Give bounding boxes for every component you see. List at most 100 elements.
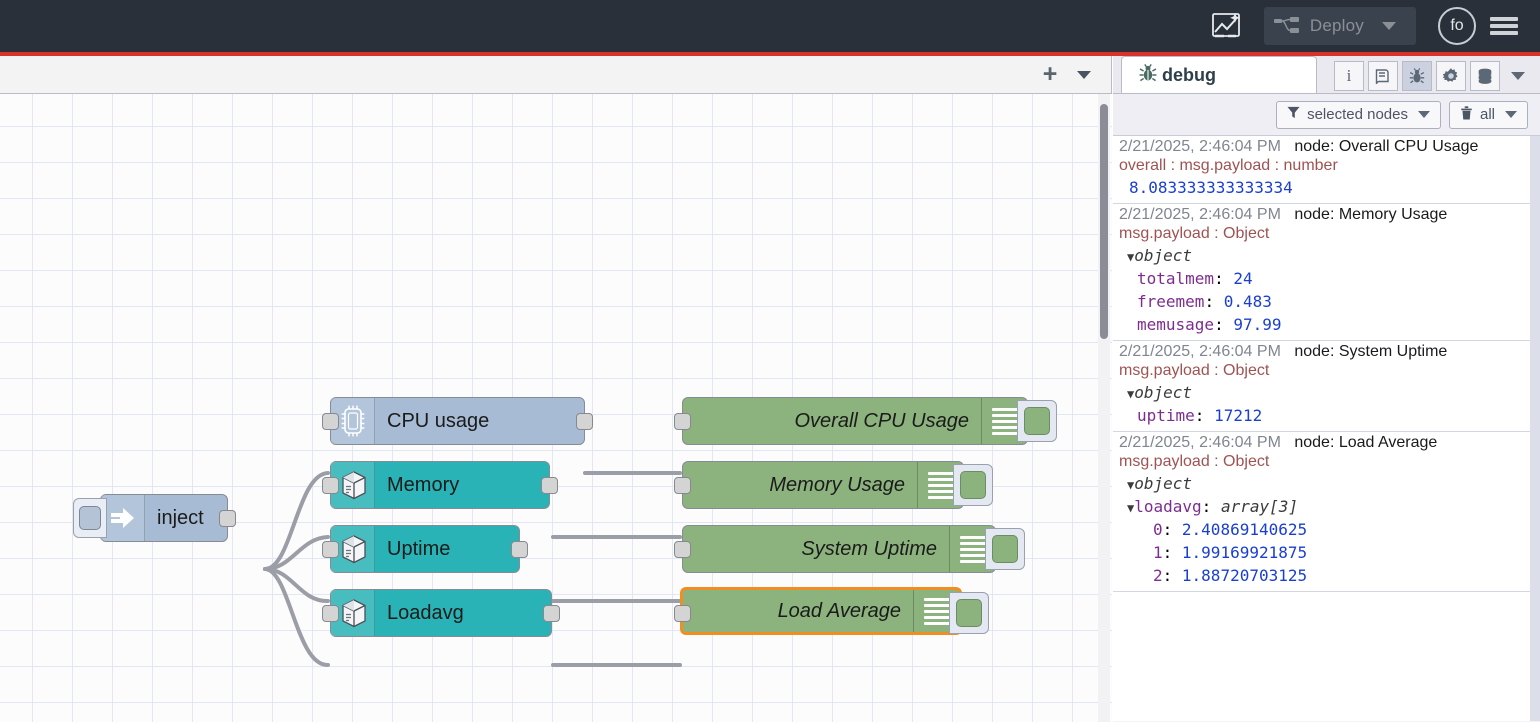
node-input-port[interactable] bbox=[674, 413, 691, 430]
debug-key: freemem bbox=[1137, 292, 1204, 311]
deploy-label: Deploy bbox=[1310, 16, 1364, 36]
sidebar-more-tabs-button[interactable] bbox=[1504, 72, 1532, 80]
node-label: Load Average bbox=[683, 600, 913, 623]
node-label: Overall CPU Usage bbox=[683, 410, 981, 433]
debug-object-root[interactable]: ▼object bbox=[1119, 383, 1540, 402]
inject-trigger-button[interactable] bbox=[73, 498, 107, 538]
node-memory-usage[interactable]: Memory Usage bbox=[682, 461, 964, 509]
flow-workspace: + inject bbox=[0, 56, 1112, 722]
node-input-port[interactable] bbox=[674, 605, 691, 622]
chevron-down-icon[interactable] bbox=[1382, 22, 1396, 30]
debug-toggle-square bbox=[1024, 407, 1050, 435]
node-output-port[interactable] bbox=[576, 413, 593, 430]
debug-message[interactable]: 2/21/2025, 2:46:04 PM node: Memory Usage… bbox=[1113, 204, 1540, 341]
debug-bug-icon[interactable] bbox=[1402, 61, 1432, 91]
debug-source-node[interactable]: node: Overall CPU Usage bbox=[1294, 138, 1478, 155]
add-flow-tab-button[interactable]: + bbox=[1033, 56, 1067, 93]
node-output-port[interactable] bbox=[511, 541, 528, 558]
debug-value: 0.483 bbox=[1224, 292, 1272, 311]
debug-message-list[interactable]: 2/21/2025, 2:46:04 PM node: Overall CPU … bbox=[1113, 136, 1540, 721]
flow-canvas[interactable]: inject CPU usage Memory Uptime Loadavg Ov… bbox=[0, 94, 1112, 722]
debug-messages-container: 2/21/2025, 2:46:04 PM node: Overall CPU … bbox=[1113, 136, 1540, 592]
node-label: Uptime bbox=[375, 538, 519, 561]
chart-sparkle-icon[interactable] bbox=[1200, 6, 1254, 46]
debug-toggle-square bbox=[992, 535, 1018, 563]
debug-node-filter-label: selected nodes bbox=[1307, 106, 1408, 123]
node-inject[interactable]: inject bbox=[100, 494, 228, 542]
arrow-right-inject-icon bbox=[101, 495, 145, 541]
tab-debug[interactable]: debug bbox=[1121, 56, 1317, 93]
deploy-button[interactable]: Deploy bbox=[1264, 7, 1416, 45]
debug-object-row: 1: 1.99169921875 bbox=[1119, 543, 1540, 562]
node-memory[interactable]: Memory bbox=[330, 461, 550, 509]
menu-bar bbox=[1490, 17, 1518, 21]
debug-key: 0 bbox=[1153, 520, 1163, 539]
node-uptime[interactable]: Uptime bbox=[330, 525, 520, 573]
avatar[interactable]: fo bbox=[1438, 7, 1476, 45]
node-loadavg[interactable]: Loadavg bbox=[330, 589, 552, 637]
debug-toggle-square bbox=[956, 599, 982, 627]
debug-timestamp: 2/21/2025, 2:46:04 PM bbox=[1119, 206, 1281, 223]
info-icon[interactable]: i bbox=[1334, 61, 1364, 91]
top-header-bar: Deploy fo bbox=[0, 0, 1540, 52]
node-input-port[interactable] bbox=[322, 541, 339, 558]
debug-colon: : bbox=[1163, 520, 1182, 539]
node-label: CPU usage bbox=[375, 410, 584, 433]
deploy-nodes-icon bbox=[1274, 16, 1300, 36]
debug-enable-toggle[interactable] bbox=[953, 464, 993, 506]
debug-node-filter-button[interactable]: selected nodes bbox=[1276, 101, 1441, 129]
debug-object-row[interactable]: ▼loadavg: array[3] bbox=[1119, 497, 1540, 516]
expand-caret-icon[interactable]: ▼ bbox=[1127, 478, 1134, 492]
debug-panel-scrollbar[interactable] bbox=[1530, 136, 1540, 721]
hamburger-menu-icon[interactable] bbox=[1476, 6, 1532, 46]
debug-message[interactable]: 2/21/2025, 2:46:04 PM node: Load Average… bbox=[1113, 432, 1540, 592]
debug-clear-button[interactable]: all bbox=[1449, 101, 1528, 129]
canvas-vertical-scrollbar[interactable] bbox=[1098, 94, 1110, 722]
avatar-initials: fo bbox=[1450, 17, 1463, 35]
debug-value: 1.99169921875 bbox=[1182, 543, 1307, 562]
debug-enable-toggle[interactable] bbox=[1017, 400, 1057, 442]
debug-object-row: totalmem: 24 bbox=[1119, 269, 1540, 288]
node-load-average[interactable]: Load Average bbox=[680, 587, 962, 635]
debug-value: 17212 bbox=[1214, 406, 1262, 425]
node-output-port[interactable] bbox=[543, 605, 560, 622]
debug-enable-toggle[interactable] bbox=[949, 592, 989, 634]
flow-tab-menu-button[interactable] bbox=[1067, 56, 1101, 93]
debug-object-row: uptime: 17212 bbox=[1119, 406, 1540, 425]
node-input-port[interactable] bbox=[322, 477, 339, 494]
node-input-port[interactable] bbox=[674, 541, 691, 558]
node-cpu-usage[interactable]: CPU usage bbox=[330, 397, 585, 445]
debug-message-header: 2/21/2025, 2:46:04 PM node: Memory Usage bbox=[1119, 206, 1540, 224]
debug-topic: msg.payload : Object bbox=[1119, 453, 1540, 471]
debug-message-header: 2/21/2025, 2:46:04 PM node: Overall CPU … bbox=[1119, 138, 1540, 156]
debug-message[interactable]: 2/21/2025, 2:46:04 PM node: Overall CPU … bbox=[1113, 136, 1540, 204]
node-output-port[interactable] bbox=[541, 477, 558, 494]
debug-colon: : bbox=[1163, 543, 1182, 562]
debug-source-node[interactable]: node: Memory Usage bbox=[1294, 206, 1447, 223]
context-data-icon[interactable] bbox=[1470, 61, 1500, 91]
node-input-port[interactable] bbox=[322, 413, 339, 430]
expand-caret-icon[interactable]: ▼ bbox=[1127, 387, 1134, 401]
debug-value: 2.40869140625 bbox=[1182, 520, 1307, 539]
debug-value: 97.99 bbox=[1233, 315, 1281, 334]
debug-message[interactable]: 2/21/2025, 2:46:04 PM node: System Uptim… bbox=[1113, 341, 1540, 432]
expand-caret-icon[interactable]: ▼ bbox=[1127, 250, 1134, 264]
node-input-port[interactable] bbox=[322, 605, 339, 622]
debug-source-node[interactable]: node: System Uptime bbox=[1294, 343, 1447, 360]
debug-colon: : bbox=[1214, 315, 1233, 334]
node-input-port[interactable] bbox=[674, 477, 691, 494]
debug-object-root[interactable]: ▼object bbox=[1119, 474, 1540, 493]
sidebar-tab-row: debug i bbox=[1113, 56, 1540, 94]
node-output-port[interactable] bbox=[219, 510, 236, 527]
debug-enable-toggle[interactable] bbox=[985, 528, 1025, 570]
node-label: System Uptime bbox=[683, 538, 949, 561]
canvas-scroll-thumb[interactable] bbox=[1100, 104, 1108, 339]
node-overall-cpu-usage[interactable]: Overall CPU Usage bbox=[682, 397, 1028, 445]
debug-clear-label: all bbox=[1480, 106, 1495, 123]
node-system-uptime[interactable]: System Uptime bbox=[682, 525, 996, 573]
debug-source-node[interactable]: node: Load Average bbox=[1294, 434, 1437, 451]
help-book-icon[interactable] bbox=[1368, 61, 1398, 91]
config-gear-icon[interactable] bbox=[1436, 61, 1466, 91]
node-label: Memory Usage bbox=[683, 474, 917, 497]
debug-object-root[interactable]: ▼object bbox=[1119, 246, 1540, 265]
